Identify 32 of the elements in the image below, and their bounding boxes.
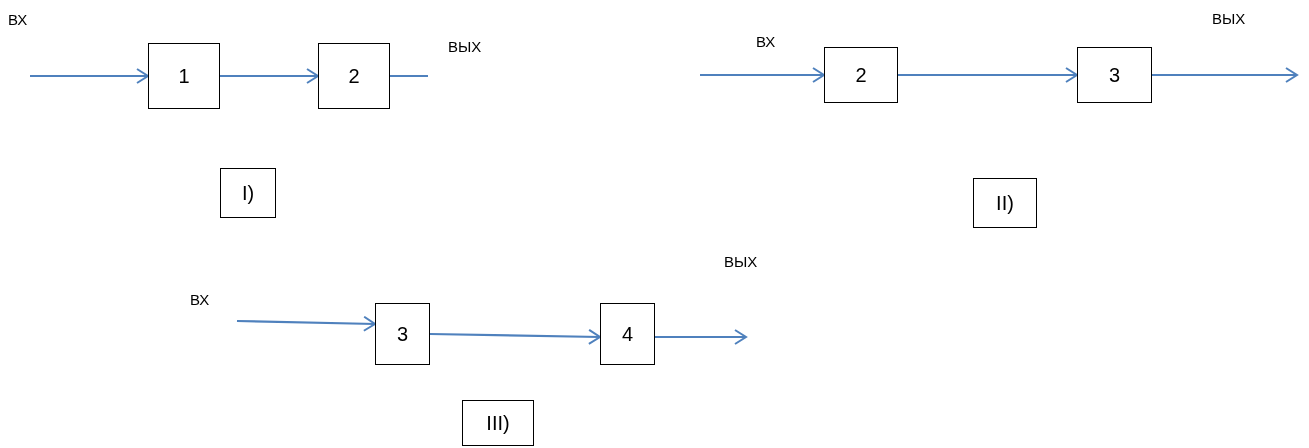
- signal-label: ВХ: [8, 11, 28, 28]
- signal-label: ВЫХ: [1212, 10, 1246, 27]
- block-box: [375, 303, 430, 365]
- signal-label: ВЫХ: [724, 253, 758, 270]
- block-box: [148, 43, 220, 109]
- arrow: [700, 67, 825, 83]
- arrow: [430, 328, 601, 345]
- block-box: [462, 400, 534, 446]
- block-box: [220, 168, 276, 218]
- arrow: [898, 67, 1078, 83]
- arrow: [236, 315, 376, 332]
- block-box: [600, 303, 655, 365]
- block-number: III): [486, 411, 510, 435]
- block-number: 2: [855, 63, 867, 87]
- arrow: [30, 68, 149, 84]
- block-number: 4: [621, 322, 634, 346]
- block-box: [973, 178, 1037, 228]
- arrow: [655, 329, 747, 345]
- arrow: [1152, 67, 1298, 83]
- block-number: 1: [178, 64, 190, 88]
- block-number: II): [996, 191, 1014, 215]
- block-number: 3: [396, 322, 409, 346]
- signal-label: ВХ: [190, 291, 210, 308]
- block-number: 2: [348, 64, 360, 88]
- block-box: [318, 43, 390, 109]
- block-number: 3: [1108, 63, 1121, 87]
- block-number: I): [241, 181, 255, 205]
- block-box: [1077, 47, 1152, 103]
- block-box: [824, 47, 898, 103]
- signal-label: ВЫХ: [448, 38, 482, 55]
- arrow: [220, 68, 319, 84]
- signal-label: ВХ: [756, 33, 776, 50]
